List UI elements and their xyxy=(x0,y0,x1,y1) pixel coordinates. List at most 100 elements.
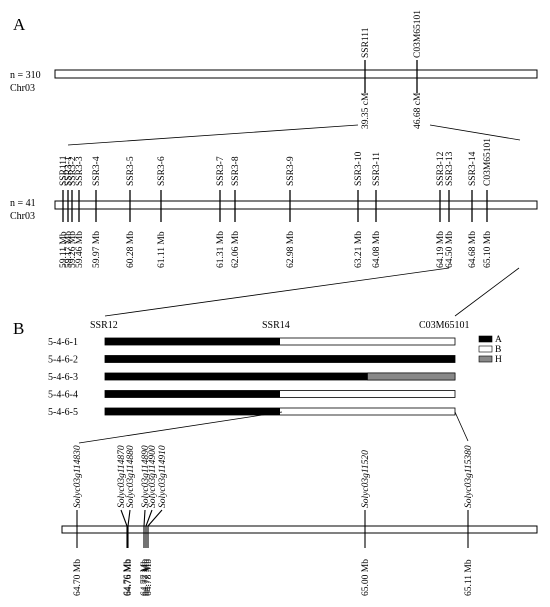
fine-marker: SSR3-661.11 Mb xyxy=(157,156,167,268)
genotype-a-segment xyxy=(105,355,455,363)
fine-chromosome-label: Chr03 xyxy=(10,211,35,222)
fine-marker: SSR3-962.98 Mb xyxy=(286,156,296,268)
fine-marker-name: SSR3-2 xyxy=(68,156,78,186)
fine-marker: SSR3-11 64.08 Mb xyxy=(372,152,382,268)
fine-marker-position: 65.10 Mb xyxy=(483,231,493,268)
zoom-line-right xyxy=(429,124,521,141)
gene-position: 64.70 Mb xyxy=(73,559,83,596)
fine-marker: SSR3-4 59.97 Mb xyxy=(92,156,102,268)
haplotype-rows: 5-4-6-1 5-4-6-2 5-4-6-3 5-4-6-4 5-4-6-5 xyxy=(48,337,456,418)
gene-position: 65.00 Mb xyxy=(361,559,371,596)
top-marker-name: SSR111 xyxy=(361,27,371,58)
gene-position: 64.76 Mb xyxy=(123,559,133,596)
top-population-label: n = 310 xyxy=(10,70,41,81)
fine-marker-position: 63.21 Mb xyxy=(354,231,364,268)
fine-marker-name: SSR3-10 xyxy=(354,151,364,186)
candidate-genes: Solyc03g114830 64.70 Mb Solyc03g114870 64.7… xyxy=(73,445,474,596)
fine-marker-position: 64.19 Mb xyxy=(436,231,446,268)
fine-population-label: n = 41 xyxy=(10,198,36,209)
panel-b-label: B xyxy=(13,319,24,338)
gene-marker: Solyc03g114870 64.76 Mb xyxy=(117,445,133,596)
fine-marker-position: 59.17 Mb xyxy=(64,231,74,268)
fine-marker: SSR3-13 64.50 Mb xyxy=(445,151,455,268)
line-name: 5-4-6-5 xyxy=(48,407,78,418)
fine-marker-name: SSR3-7 xyxy=(216,156,226,186)
fine-marker-name: SSR3-6 xyxy=(157,156,167,186)
fine-marker-position: 60.28 Mb xyxy=(126,231,136,268)
fine-marker-name: SSR3-13 xyxy=(445,151,455,186)
haplotype-row: 5-4-6-3 xyxy=(48,372,456,383)
legend-label-a: A xyxy=(495,335,502,345)
fine-marker-name: SSR3-9 xyxy=(286,156,296,186)
zoom-line-right xyxy=(454,267,520,317)
gene-position: 64.78 Mb xyxy=(144,559,154,596)
gene-name: Solyc03g11520 xyxy=(361,450,371,508)
gene-marker: Solyc03g114830 64.70 Mb xyxy=(73,445,83,596)
gene-region-bar xyxy=(61,525,538,534)
top-marker-ssr111: SSR111 39.35 cM xyxy=(361,27,371,129)
fine-marker-name: SSR3-4 xyxy=(92,156,102,186)
haplotype-row: 5-4-6-2 xyxy=(48,355,456,366)
genotype-a-segment xyxy=(105,390,280,398)
gene-position: 64.77 Mb xyxy=(140,559,150,596)
fine-marker-position: 64.08 Mb xyxy=(372,231,382,268)
fine-marker-name: SSR3-11 xyxy=(372,152,382,186)
fine-marker-position: 59.11 Mb xyxy=(59,231,69,268)
legend-swatch-a xyxy=(478,335,493,343)
fine-marker: C03M65101 65.10 Mb xyxy=(483,138,493,268)
fine-marker: SSR3-14 64.68 Mb xyxy=(468,151,478,268)
gene-marker: Solyc03g114890 64.77 Mb xyxy=(140,445,151,596)
fine-marker: SSR3-259.26 Mb xyxy=(68,156,78,268)
top-marker-name: C03M65101 xyxy=(413,10,423,58)
fine-marker-name: SSR3-14 xyxy=(468,151,478,186)
panel-a-label: A xyxy=(13,15,26,34)
gene-name: Solyc03g114880 xyxy=(126,445,136,508)
gene-position: 64.77 Mb xyxy=(142,559,152,596)
fine-marker-position: 62.06 Mb xyxy=(231,231,241,268)
gene-position: 65.11 Mb xyxy=(464,559,474,596)
fine-marker: SSR3-8 62.06 Mb xyxy=(231,156,241,268)
fine-marker-name: SSR3-8 xyxy=(231,156,241,186)
gene-marker: Solyc03g115380 65.11 Mb xyxy=(464,445,474,596)
line-name: 5-4-6-3 xyxy=(48,372,78,383)
haplotype-row: 5-4-6-4 xyxy=(48,390,456,401)
fine-marker: SSR3-359.46 Mb xyxy=(75,156,85,268)
fine-marker-name: C03M65101 xyxy=(483,138,493,186)
fine-marker: SSR3-1 59.17 Mb xyxy=(64,156,74,268)
fine-marker-name: SSR3-5 xyxy=(126,156,136,186)
fine-marker-position: 59.97 Mb xyxy=(92,231,102,268)
haplotype-row: 5-4-6-1 xyxy=(48,337,456,348)
zoom-line-left xyxy=(67,124,359,146)
zoom-line-left xyxy=(104,267,450,317)
gene-name: Solyc03g114890 xyxy=(141,445,151,508)
genotype-a-segment xyxy=(105,338,280,345)
fine-marker-name: SSR3-3 xyxy=(75,156,85,186)
gene-name: Solyc03g114900 xyxy=(148,445,158,508)
fine-marker-position: 61.31 Mb xyxy=(216,231,226,268)
legend-swatch-b xyxy=(478,345,493,353)
gene-name: Solyc03g114830 xyxy=(73,445,83,508)
genotype-legend: A B H xyxy=(478,335,502,365)
fine-marker: SSR3-10 63.21 Mb xyxy=(354,151,364,268)
fine-chromosome-bar xyxy=(54,200,538,210)
line-name: 5-4-6-4 xyxy=(48,390,78,401)
top-chromosome-label: Chr03 xyxy=(10,83,35,94)
fine-marker-position: 64.68 Mb xyxy=(468,231,478,268)
header-marker-ssr12: SSR12 xyxy=(90,320,118,331)
gene-name: Solyc03g114870 xyxy=(117,445,127,508)
top-chromosome-bar xyxy=(54,69,538,79)
top-marker-cm: 46.68 cM xyxy=(413,92,423,129)
gene-name: Solyc03g115380 xyxy=(464,445,474,508)
line-name: 5-4-6-2 xyxy=(48,355,78,366)
fine-marker-position: 64.50 Mb xyxy=(445,231,455,268)
gene-tick xyxy=(147,509,163,548)
gene-tick xyxy=(145,509,153,548)
fine-marker-name: SSR3-1 xyxy=(64,156,74,186)
zoom-line-right xyxy=(454,411,469,442)
haplotype-row: 5-4-6-5 xyxy=(48,407,456,418)
